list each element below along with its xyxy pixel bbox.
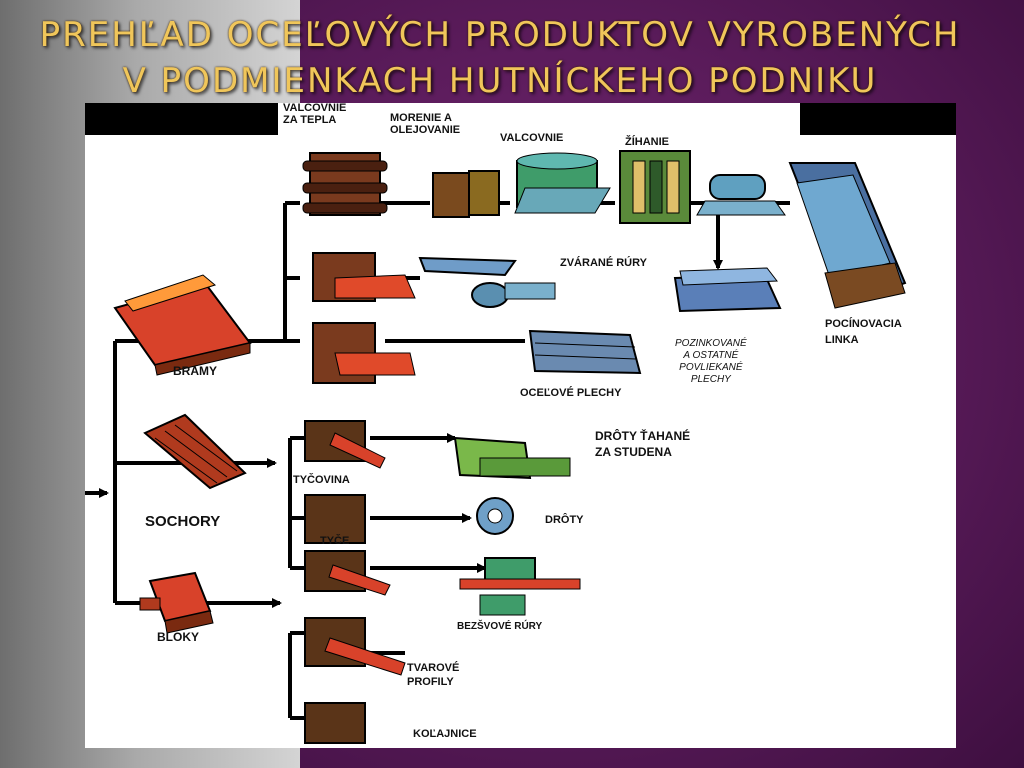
coil-unit [696,174,786,216]
rail-mill [304,702,366,744]
label-seamless-pipes: BEZŠVOVÉ RÚRY [457,621,543,632]
label-slabs: BRAMY [173,364,217,378]
wire-drawing-machine [453,436,571,480]
label-bars: TYČE [320,535,350,547]
label-wires: DRÔTY [545,514,584,526]
bar-mill-1 [304,420,386,469]
label-galvanized-sheets: POZINKOVANÉ A OSTATNÉ POVLIEKANÉ PLECHY [675,338,747,385]
rolling-mill-green [514,152,611,214]
label-hot-rolling-mills: VALCOVNIE ZA TEPLA [283,103,347,126]
top-black-bar-right [800,103,956,135]
slide-title: Prehľad oceľových produktov vyrobených v… [0,12,1000,104]
tinning-line [788,162,907,309]
hot-rolling-mill-top [302,152,388,216]
title-line-2: v podmienkach hutníckeho podniku [122,61,878,101]
bar-mill-3 [304,550,391,596]
blocks-pile [139,571,214,634]
label-blocks: BLOKY [157,630,199,644]
label-rolling-mills: VALCOVNIE [500,132,564,144]
label-annealing: ŽÍHANIE [625,136,669,148]
label-cold-drawn-wires: DRÔTY ŤAHANÉ ZA STUDENA [595,429,691,459]
billets-pile [143,413,247,490]
hot-rolling-mill-middle [312,252,416,302]
label-welded-pipes: ZVÁRANÉ RÚRY [560,257,647,269]
pickling-tanks [432,170,500,218]
production-flow-diagram: VALCOVNIE ZA TEPLA MORENIE A OLEJOVANIE … [85,103,956,748]
label-steel-plates: OCEĽOVÉ PLECHY [520,387,622,399]
hot-rolling-mill-bottom [312,322,416,384]
wire-coil [476,497,514,535]
label-tinning-line: POCÍNOVACIA LINKA [825,318,902,346]
annealing-unit [619,150,691,224]
profile-mill [304,617,406,676]
label-pickling-oiling: MORENIE A OLEJOVANIE [390,112,461,136]
slabs-pile [113,274,252,376]
welded-pipe-machine [418,256,556,308]
label-rails: KOĽAJNICE [413,728,477,740]
seamless-pipe-machine [459,557,581,616]
galvanized-sheets [673,267,782,313]
title-line-1: Prehľad oceľových produktov vyrobených [39,15,961,55]
label-profiles: TVAROVÉ PROFILY [407,662,460,688]
label-bar-stock: TYČOVINA [293,474,350,486]
steel-plates-stack [528,329,642,375]
flow-graphics [85,150,907,744]
bar-mill-2 [304,494,366,544]
top-black-bar-left [85,103,278,135]
label-billets: SOCHORY [145,513,221,530]
